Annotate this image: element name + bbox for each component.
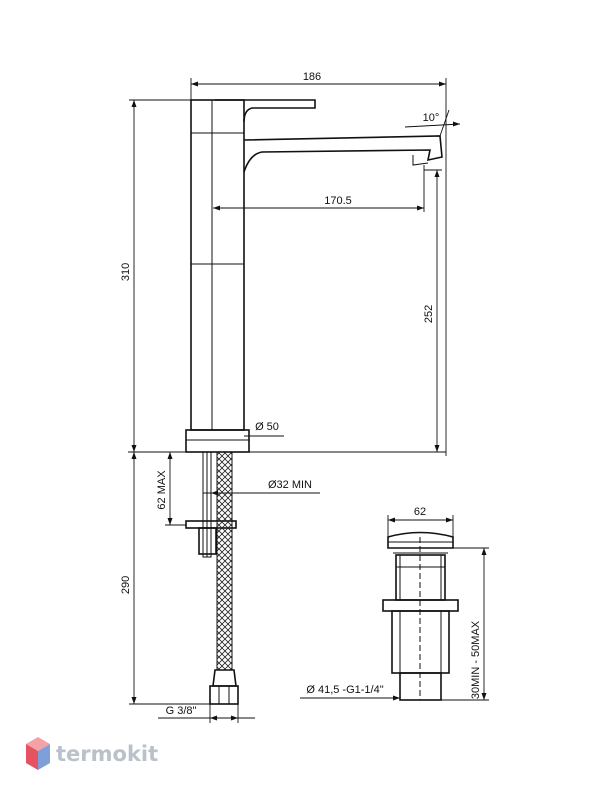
faucet-drawing	[128, 99, 443, 705]
aerator	[412, 155, 429, 166]
dim-spout-height: 252	[423, 305, 435, 323]
dim-hole-diameter: Ø32 MIN	[268, 479, 312, 491]
faucet-body	[190, 99, 245, 431]
faucet-base	[185, 429, 250, 453]
termokit-logo: termokit	[26, 737, 158, 770]
spout	[243, 135, 443, 173]
dim-spout-reach: 170.5	[324, 195, 352, 207]
lever-handle	[215, 99, 316, 123]
dim-waste-width: 62	[414, 506, 426, 518]
braided-hose	[216, 451, 233, 671]
cube-icon	[26, 737, 50, 770]
dim-hose-length: 290	[120, 576, 132, 594]
faucet-dimensions: 186 10° 170.5 310 252 Ø 50 Ø32 MIN	[120, 71, 461, 723]
dim-spout-angle: 10°	[423, 112, 440, 124]
dim-deck-max: 62 MAX	[156, 470, 168, 510]
waste-dimensions: 62 30MIN - 50MAX Ø 41,5 -G1-1/4"	[300, 506, 489, 701]
dim-waste-spec: Ø 41,5 -G1-1/4"	[306, 684, 383, 696]
hose-ferrule	[212, 669, 237, 687]
hose-nut	[209, 685, 239, 705]
fixing-nut	[198, 527, 217, 555]
dim-waste-range: 30MIN - 50MAX	[470, 620, 482, 699]
dim-width-total: 186	[303, 71, 321, 83]
dim-height-total: 310	[120, 263, 132, 281]
waste-drawing	[382, 531, 459, 701]
dim-hose-thread: G 3/8"	[166, 705, 197, 717]
dim-body-diameter: Ø 50	[255, 421, 279, 433]
brand-name: termokit	[56, 742, 158, 766]
